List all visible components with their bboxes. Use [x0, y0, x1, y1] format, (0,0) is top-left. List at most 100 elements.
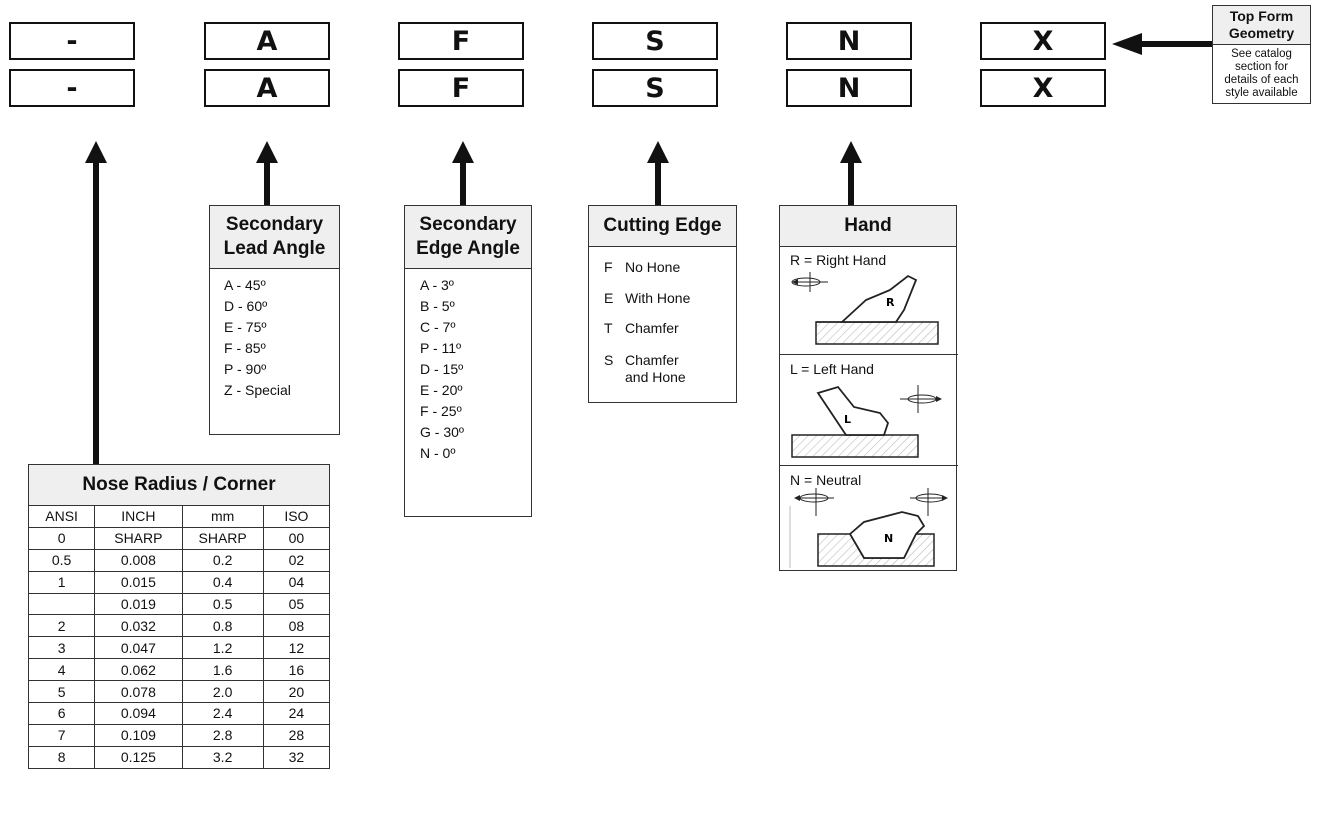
edge-angle-item: F - 25º: [420, 403, 462, 419]
table-cell: 0.047: [94, 636, 183, 660]
edge-angle-title-line2: Edge Angle: [416, 238, 520, 259]
edge-angle-item: P - 11º: [420, 340, 462, 356]
nose-radius-arrow-shaft: [93, 162, 99, 464]
left-hand-diagram: L: [791, 385, 942, 458]
cutting-edge-panel: Cutting Edge F No Hone E With Hone T Cha…: [588, 205, 737, 403]
secondary-edge-angle-panel: Secondary Edge Angle A - 3º B - 5º C - 7…: [404, 205, 532, 517]
table-cell: 1.6: [181, 658, 264, 682]
edge-angle-arrow-shaft: [460, 162, 466, 205]
table-cell: 2.0: [181, 680, 264, 704]
cutting-edge-title: Cutting Edge: [589, 206, 736, 247]
lead-angle-item: F - 85º: [224, 340, 266, 356]
code-box-row2-pos2: A: [204, 69, 330, 107]
left-hand-glyph: L: [844, 413, 851, 426]
table-cell: 0.5: [27, 548, 96, 572]
hand-neutral-cell: N = Neutral N: [780, 465, 958, 572]
cutting-edge-label: With Hone: [625, 290, 691, 306]
nose-radius-title: Nose Radius / Corner: [28, 464, 330, 506]
table-cell: 05: [262, 592, 331, 616]
nose-radius-title-row: Nose Radius / Corner: [28, 464, 330, 506]
code-box-row1-pos5: N: [786, 22, 912, 60]
top-form-desc-line: details of each: [1224, 74, 1299, 86]
table-cell: 08: [262, 614, 331, 638]
table-cell: 0.032: [94, 614, 183, 638]
lead-angle-title-line1: Secondary: [225, 214, 324, 235]
column-header-iso: ISO: [262, 505, 331, 528]
table-cell: 4: [27, 658, 96, 682]
table-cell: 3.2: [181, 745, 264, 769]
code-box-row2-pos3: F: [398, 69, 524, 107]
secondary-lead-angle-title: Secondary Lead Angle: [210, 206, 339, 269]
table-cell: 0.4: [181, 570, 264, 594]
top-form-desc-line: section for: [1234, 61, 1289, 73]
neutral-hand-diagram: N: [789, 488, 948, 568]
neutral-hand-glyph: N: [884, 532, 893, 545]
cutting-edge-label: Chamfer: [625, 320, 679, 336]
table-cell: 12: [262, 636, 331, 660]
nose-radius-arrowhead: [85, 141, 107, 163]
table-cell: 0.8: [181, 614, 264, 638]
column-header-ansi: ANSI: [27, 505, 96, 528]
cutting-edge-label: No Hone: [625, 259, 681, 275]
code-box-row1-pos6: X: [980, 22, 1106, 60]
table-cell: 24: [262, 702, 331, 725]
cutting-edge-label: Chamfer and Hone: [625, 352, 686, 385]
table-cell: SHARP: [94, 526, 183, 550]
table-cell: 0.2: [181, 548, 264, 572]
table-cell: 04: [262, 570, 331, 594]
nose-radius-header-row: ANSI INCH mm ISO: [27, 505, 331, 528]
table-cell: 0.078: [94, 680, 183, 704]
hand-left-label: L = Left Hand: [790, 361, 874, 377]
secondary-lead-angle-list: A - 45º D - 60º E - 75º F - 85º P - 90º …: [210, 269, 339, 401]
code-box-row1-pos2: A: [204, 22, 330, 60]
edge-angle-item: G - 30º: [420, 424, 465, 440]
table-cell: 1: [27, 570, 96, 594]
hand-right-cell: R = Right Hand R: [780, 246, 958, 351]
hand-arrowhead: [840, 141, 862, 163]
top-form-arrowhead: [1112, 33, 1142, 55]
lead-angle-item: D - 60º: [224, 298, 268, 314]
top-form-title: Top Form Geometry: [1213, 6, 1310, 45]
column-header-mm: mm: [181, 505, 264, 528]
edge-angle-item: C - 7º: [420, 319, 456, 335]
table-cell: 6: [27, 702, 96, 725]
hand-right-label: R = Right Hand: [790, 252, 887, 268]
table-cell: 2.4: [181, 702, 264, 725]
table-cell: 5: [27, 680, 96, 704]
top-form-desc-line: style available: [1225, 87, 1298, 99]
right-hand-glyph: R: [886, 296, 895, 309]
cutting-edge-arrowhead: [647, 141, 669, 163]
table-cell: 2.8: [181, 723, 264, 747]
code-box-row2-pos1: -: [9, 69, 135, 107]
edge-angle-title-line1: Secondary: [419, 214, 517, 235]
edge-angle-item: N - 0º: [420, 445, 456, 461]
table-cell: 0.015: [94, 570, 183, 594]
lead-angle-arrow-shaft: [264, 162, 270, 205]
table-cell: 8: [27, 745, 96, 769]
table-cell: 20: [262, 680, 331, 704]
edge-angle-item: D - 15º: [420, 361, 464, 377]
edge-angle-item: B - 5º: [420, 298, 455, 314]
edge-angle-item: A - 3º: [420, 277, 454, 293]
lead-angle-title-line2: Lead Angle: [223, 238, 326, 259]
table-cell: 0: [27, 526, 96, 550]
lead-angle-item: Z - Special: [224, 382, 291, 398]
hand-title: Hand: [780, 206, 956, 247]
secondary-lead-angle-panel: Secondary Lead Angle A - 45º D - 60º E -…: [209, 205, 340, 435]
table-cell: 32: [262, 745, 331, 769]
table-cell: 28: [262, 723, 331, 747]
top-form-title-line1: Top Form: [1229, 8, 1294, 24]
lead-angle-arrowhead: [256, 141, 278, 163]
top-form-arrow-shaft: [1140, 41, 1212, 47]
cutting-edge-arrow-shaft: [655, 162, 661, 205]
right-hand-diagram: R: [791, 272, 939, 345]
